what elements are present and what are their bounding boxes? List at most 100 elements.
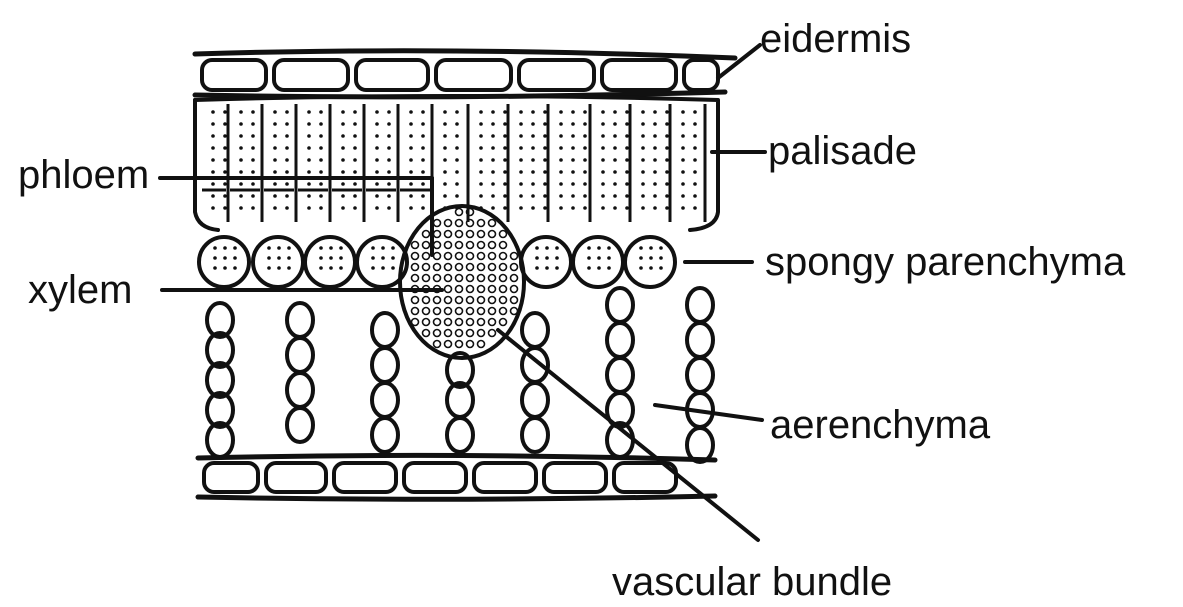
- spongy-stipple: [555, 266, 559, 270]
- spongy-stipple: [639, 256, 643, 260]
- palisade-stipple: [375, 122, 379, 126]
- palisade-stipple: [641, 158, 645, 162]
- palisade-stipple: [251, 206, 255, 210]
- palisade-stipple: [455, 182, 459, 186]
- palisade-stipple: [613, 182, 617, 186]
- spongy-stipple: [319, 256, 323, 260]
- vascular-cell: [467, 264, 474, 271]
- vascular-cell: [478, 286, 485, 293]
- vascular-cell: [456, 220, 463, 227]
- spongy-stipple: [607, 246, 611, 250]
- palisade-stipple: [653, 170, 657, 174]
- palisade-stipple: [285, 134, 289, 138]
- palisade-stipple: [387, 146, 391, 150]
- palisade-stipple: [491, 170, 495, 174]
- palisade-stipple: [307, 182, 311, 186]
- palisade-stipple: [455, 146, 459, 150]
- vascular-cell: [445, 253, 452, 260]
- palisade-stipple: [239, 194, 243, 198]
- vascular-cell: [412, 264, 419, 271]
- palisade-stipple: [409, 170, 413, 174]
- vascular-cell: [412, 275, 419, 282]
- palisade-stipple: [375, 170, 379, 174]
- palisade-stipple: [387, 206, 391, 210]
- vascular-cell: [445, 341, 452, 348]
- vascular-cell: [489, 308, 496, 315]
- palisade-stipple: [519, 206, 523, 210]
- vascular-cell: [445, 319, 452, 326]
- palisade-stipple: [211, 182, 215, 186]
- vascular-cell: [489, 253, 496, 260]
- palisade-stipple: [375, 110, 379, 114]
- aerenchyma-cell: [607, 323, 633, 357]
- spongy-stipple: [213, 246, 217, 250]
- label-spongy-parenchyma: spongy parenchyma: [765, 240, 1126, 284]
- palisade-stipple: [251, 170, 255, 174]
- palisade-stipple: [319, 158, 323, 162]
- vascular-cell: [434, 330, 441, 337]
- label-epidermis: eidermis: [760, 17, 911, 61]
- palisade-stipple: [387, 182, 391, 186]
- palisade-stipple: [285, 182, 289, 186]
- vascular-cell: [489, 297, 496, 304]
- palisade-stipple: [239, 182, 243, 186]
- vascular-cell: [423, 242, 430, 249]
- spongy-stipple: [287, 266, 291, 270]
- palisade-stipple: [543, 134, 547, 138]
- vascular-cell: [478, 319, 485, 326]
- palisade-stipple: [211, 194, 215, 198]
- lower-epidermis-cell: [334, 463, 396, 492]
- vascular-cell: [434, 297, 441, 304]
- palisade-stipple: [613, 158, 617, 162]
- vascular-cell: [467, 297, 474, 304]
- aerenchyma-cell: [372, 313, 398, 347]
- vascular-cell: [456, 264, 463, 271]
- palisade-stipple: [223, 170, 227, 174]
- lower-epidermis-cell: [266, 463, 326, 492]
- palisade-stipple: [421, 182, 425, 186]
- spongy-cell: [199, 237, 249, 287]
- palisade-stipple: [653, 194, 657, 198]
- palisade-stipple: [653, 158, 657, 162]
- spongy-stipple: [233, 266, 237, 270]
- aerenchyma-cell: [372, 348, 398, 382]
- spongy-stipple: [223, 266, 227, 270]
- vascular-cell: [478, 275, 485, 282]
- palisade-stipple: [571, 110, 575, 114]
- palisade-stipple: [531, 134, 535, 138]
- palisade-stipple: [443, 110, 447, 114]
- palisade-stipple: [681, 194, 685, 198]
- spongy-cell: [625, 237, 675, 287]
- palisade-stipple: [273, 182, 277, 186]
- palisade-stipple: [455, 110, 459, 114]
- palisade-stipple: [543, 194, 547, 198]
- palisade-stipple: [285, 146, 289, 150]
- vascular-cell: [445, 330, 452, 337]
- vascular-cell: [467, 275, 474, 282]
- palisade-stipple: [681, 206, 685, 210]
- vascular-cell: [500, 264, 507, 271]
- palisade-stipple: [409, 122, 413, 126]
- palisade-stipple: [319, 182, 323, 186]
- vascular-cell: [423, 275, 430, 282]
- palisade-stipple: [239, 206, 243, 210]
- vascular-cell: [456, 286, 463, 293]
- palisade-stipple: [543, 206, 547, 210]
- palisade-stipple: [601, 146, 605, 150]
- lower-epidermis-cell: [544, 463, 606, 492]
- palisade-stipple: [319, 110, 323, 114]
- spongy-stipple: [545, 246, 549, 250]
- palisade-stipple: [519, 146, 523, 150]
- vascular-cell: [456, 341, 463, 348]
- vascular-cell: [423, 308, 430, 315]
- palisade-stipple: [531, 206, 535, 210]
- palisade-stipple: [503, 194, 507, 198]
- palisade-stipple: [375, 206, 379, 210]
- spongy-stipple: [555, 246, 559, 250]
- aerenchyma-cell: [287, 303, 313, 337]
- palisade-stipple: [665, 146, 669, 150]
- palisade-stipple: [693, 194, 697, 198]
- palisade-stipple: [443, 146, 447, 150]
- palisade-stipple: [375, 146, 379, 150]
- palisade-stipple: [273, 110, 277, 114]
